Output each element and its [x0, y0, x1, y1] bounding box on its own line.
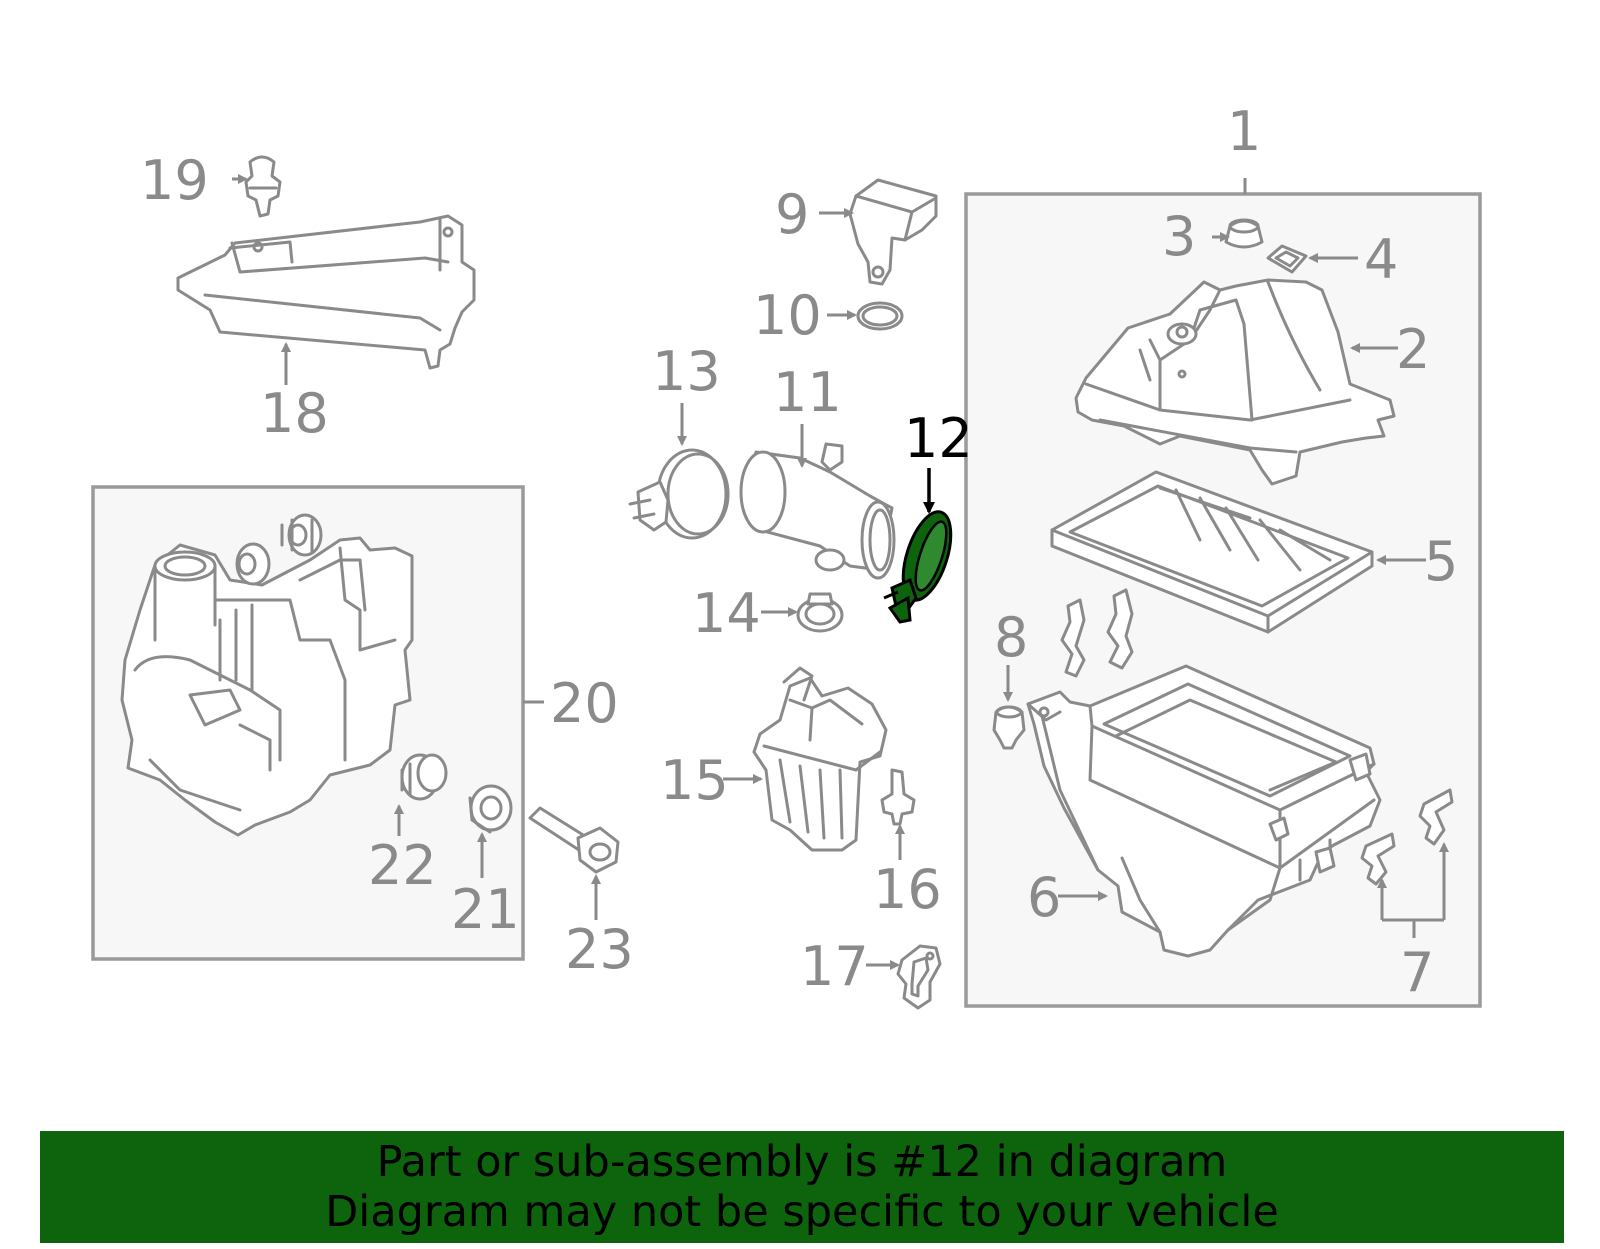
notice-banner: Part or sub-assembly is #12 in diagram D…: [40, 1131, 1564, 1243]
part-9-maf-sensor[interactable]: [848, 178, 938, 286]
callout-19: 19: [140, 149, 209, 212]
callout-15: 15: [660, 749, 729, 812]
part-4-pad[interactable]: [1266, 244, 1308, 274]
part-20-resonator[interactable]: [120, 536, 414, 837]
callout-2: 2: [1396, 318, 1430, 381]
part-14-clamp[interactable]: [796, 592, 844, 633]
part-7-clips-upper[interactable]: [1060, 588, 1134, 678]
part-16-push-pin[interactable]: [880, 768, 916, 826]
part-15-resonator[interactable]: [752, 666, 888, 852]
callout-16: 16: [873, 858, 942, 921]
leader-lines: [232, 174, 1449, 970]
part-23-bolt[interactable]: [528, 806, 620, 874]
callout-11: 11: [773, 361, 842, 424]
notice-line-disclaimer: Diagram may not be specific to your vehi…: [325, 1187, 1279, 1237]
part-22-grommet[interactable]: [400, 753, 448, 801]
part-18-bracket[interactable]: [176, 214, 476, 370]
callout-20: 20: [550, 672, 619, 735]
part-19-clip[interactable]: [244, 155, 282, 218]
callout-10: 10: [753, 284, 822, 347]
callout-23: 23: [565, 918, 634, 981]
callout-12: 12: [904, 407, 973, 470]
part-21-insulator[interactable]: [468, 784, 513, 834]
callout-9: 9: [775, 183, 809, 246]
callout-14: 14: [692, 582, 761, 645]
notice-line-part: Part or sub-assembly is #12 in diagram: [376, 1137, 1228, 1187]
part-12-hose-clamp[interactable]: [883, 506, 960, 624]
callout-13: 13: [652, 340, 721, 403]
callout-labels: 19 18 9 10 13 11 12 14 15 16 17 1 3 4 2 …: [140, 100, 1458, 1004]
callout-21: 21: [451, 878, 520, 941]
callout-6: 6: [1027, 866, 1061, 929]
part-5-filter-element[interactable]: [1050, 470, 1374, 634]
callout-22: 22: [368, 834, 437, 897]
callout-18: 18: [260, 382, 329, 445]
callout-1: 1: [1227, 100, 1261, 163]
callout-17: 17: [800, 935, 869, 998]
callout-4: 4: [1364, 228, 1398, 291]
part-6-lower-case[interactable]: [1026, 664, 1382, 958]
part-20-grommets[interactable]: [235, 513, 323, 586]
callout-5: 5: [1424, 530, 1458, 593]
part-17-gasket[interactable]: [896, 944, 942, 1010]
part-2-air-cleaner-cover[interactable]: [1074, 278, 1396, 486]
part-10-o-ring[interactable]: [856, 301, 904, 331]
callout-3: 3: [1162, 205, 1196, 268]
callout-8: 8: [994, 606, 1028, 669]
part-8-nut[interactable]: [992, 705, 1026, 750]
callout-7: 7: [1400, 941, 1434, 1004]
part-11-air-tube[interactable]: [739, 442, 896, 580]
part-3-grommet[interactable]: [1224, 218, 1264, 249]
part-13-clamp[interactable]: [628, 448, 730, 540]
